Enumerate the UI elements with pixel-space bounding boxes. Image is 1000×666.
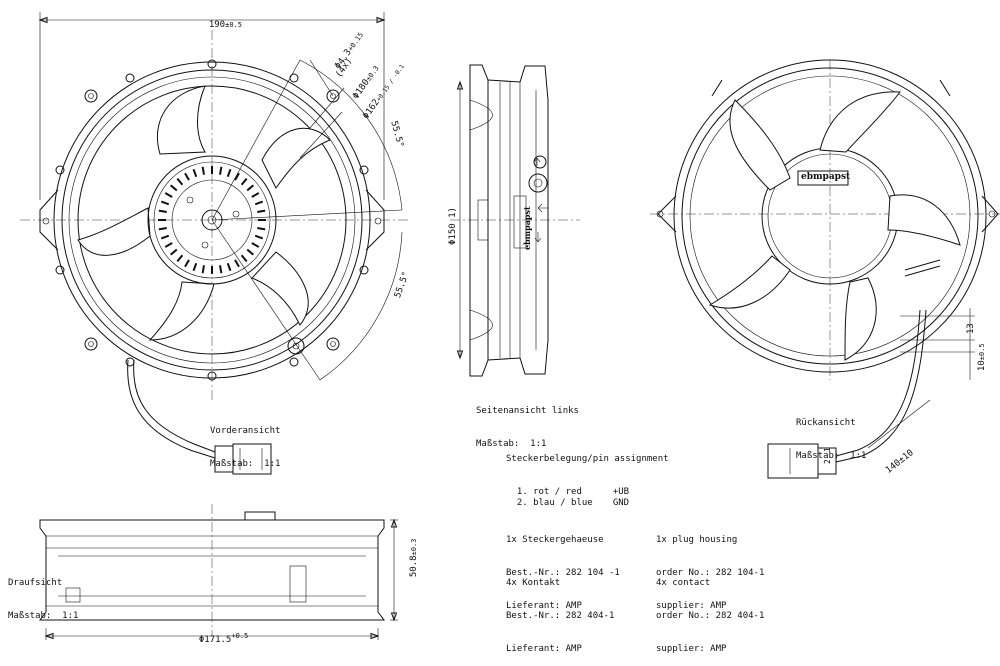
parts-de-2-line3: Lieferant: AMP (506, 644, 582, 654)
parts-de-2: 4x Kontakt Best.-Nr.: 282 404-1 Lieferan… (506, 556, 614, 666)
parts-en-1-line1: 1x plug housing (656, 535, 738, 545)
technical-drawing (20, 12, 1000, 640)
hub-slot (158, 227, 167, 231)
front-view-title: Vorderansicht (210, 426, 281, 436)
hub-slot (192, 168, 198, 178)
dim-190-value: 190 (208, 20, 226, 30)
parts-de-1-line1: 1x Steckergehaeuse (506, 535, 604, 545)
dim-171-5-value: Φ171.5 (198, 635, 232, 645)
parts-en-1-line2: order No.: 282 104-1 (656, 568, 765, 578)
hub-slot (164, 192, 173, 198)
parts-de-2-line1: 4x Kontakt (506, 578, 561, 588)
hub-slot (219, 166, 223, 175)
parts-de-1-line3: Lieferant: AMP (506, 601, 582, 611)
pin-row-1-signal: +UB (612, 487, 630, 497)
hub-slot (240, 177, 248, 186)
hub-slot (257, 227, 266, 231)
dim-50-8: 50.8±0.3 (398, 539, 420, 588)
dim-10-value: 10 (977, 360, 987, 372)
hub-slot (164, 242, 173, 248)
hub-slot (234, 259, 240, 268)
pin-row-1-label: 1. rot / red (516, 487, 582, 497)
dim-50-8-value: 50.8 (409, 555, 419, 578)
parts-en-2-line3: supplier: AMP (656, 644, 727, 654)
hub-slot (246, 184, 255, 192)
hub-slot (257, 209, 266, 213)
front-view-caption: Vorderansicht Maßstab: 1:1 (210, 404, 280, 481)
hub-slot (226, 168, 232, 178)
side-view-title: Seitenansicht links (476, 406, 579, 416)
front-view-scale: Maßstab: 1:1 (210, 459, 281, 469)
parts-en-2-line1: 4x contact (656, 578, 711, 588)
parts-de-1: 1x Steckergehaeuse Best.-Nr.: 282 104 -1… (506, 513, 620, 623)
parts-de-1-line2: Best.-Nr.: 282 104 -1 (506, 568, 620, 578)
side-view-scale: Maßstab: 1:1 (476, 439, 547, 449)
hub-slot (254, 234, 264, 240)
top-view-scale: Maßstab: 1:1 (8, 611, 79, 621)
hub-slot (160, 200, 170, 206)
hub-slot (246, 248, 255, 256)
hub-slot (201, 265, 205, 274)
rear-view-caption: Rückansicht Maßstab: 1:1 (796, 396, 866, 473)
rear-view (650, 59, 1000, 479)
hub-slot (226, 262, 232, 272)
hub-slot (169, 248, 178, 256)
hub-slot (158, 209, 167, 213)
parts-de-2-line2: Best.-Nr.: 282 404-1 (506, 611, 615, 621)
hub-slot (254, 200, 264, 206)
hub-slot (169, 184, 178, 192)
dim-190-tol: ±0.5 (225, 21, 242, 29)
dim-171-5: Φ171.5+0.5 (188, 624, 248, 646)
dim-171-5-tol: +0.5 (231, 632, 249, 640)
top-view-caption: Draufsicht Maßstab: 1:1 (8, 556, 78, 633)
dim-10: 10±0.5 (966, 343, 988, 382)
dim-10-tol: ±0.5 (978, 343, 986, 361)
hub-slot (184, 259, 190, 268)
dim-150: Φ150 1) (448, 207, 458, 245)
side-view-caption: Seitenansicht links Maßstab: 1:1 (476, 384, 579, 461)
brand-vertical: ebmpapst (522, 206, 532, 250)
brand-logo: ebmpapst (801, 172, 851, 182)
hub-slot (192, 262, 198, 272)
hub-slot (219, 265, 223, 274)
top-view-title: Draufsicht (8, 578, 63, 588)
hub-slot (176, 177, 184, 186)
side-view (450, 64, 580, 377)
hub-slot (251, 192, 260, 198)
dim-190: 190±0.5 (198, 9, 242, 31)
pin-row-1: 1. rot / red +UB (506, 476, 629, 498)
dim-13: 13 (966, 323, 976, 334)
pin-row-2-signal: GND (612, 498, 630, 508)
pin-assignment-title: Steckerbelegung/pin assignment (506, 454, 669, 464)
parts-en-2: 4x contact order No.: 282 404-1 supplier… (656, 556, 764, 666)
hub-slot (251, 242, 260, 248)
pin-row-2-label: 2. blau / blue (516, 498, 593, 508)
parts-en-2-line2: order No.: 282 404-1 (656, 611, 765, 621)
rear-view-title: Rückansicht (796, 418, 856, 428)
hub-slot (184, 172, 190, 181)
hub-slot (176, 254, 184, 263)
pin-row-2: 2. blau / blue GND (506, 487, 629, 509)
hub-slot (201, 166, 205, 175)
rear-view-scale: Maßstab: 1:1 (796, 451, 867, 461)
dim-50-8-tol: ±0.3 (410, 538, 418, 556)
hub-slot (234, 172, 240, 181)
front-view (20, 12, 410, 475)
parts-en-1-line3: supplier: AMP (656, 601, 727, 611)
hub-slot (160, 234, 170, 240)
parts-en-1: 1x plug housing order No.: 282 104-1 sup… (656, 513, 764, 623)
hub-slot (240, 254, 248, 263)
top-view (39, 504, 398, 640)
